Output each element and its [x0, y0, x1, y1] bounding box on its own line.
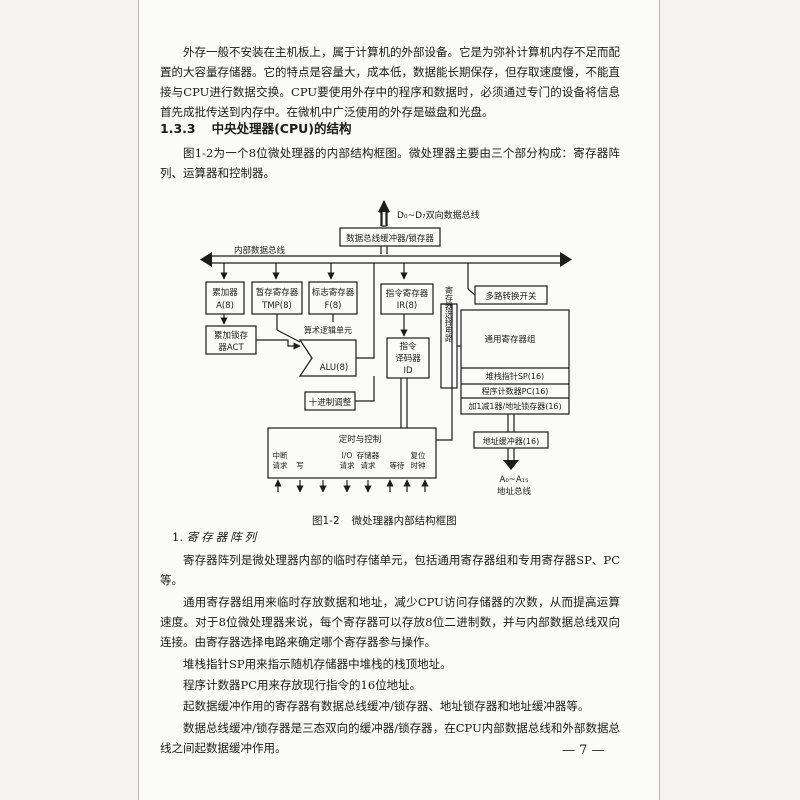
address-buffer-label: 地址缓冲器(16): [483, 436, 539, 446]
data-bus-buffer-label: 数据总线缓冲器/锁存器: [346, 233, 434, 244]
signal-interrupt-2: 请求: [273, 460, 288, 470]
temp-register-box: [251, 281, 303, 315]
cpu-block-diagram: D₀~D₇双向数据总线 数据总线缓冲器/锁存器 内部数据总线 累加器 A(8) …: [200, 200, 572, 497]
signal-memory-request: 请求: [361, 460, 376, 470]
data-bus-buffer-box: [339, 227, 441, 247]
general-register-block: [460, 309, 570, 415]
external-data-bus-label: D₀~D₇双向数据总线: [397, 209, 480, 221]
flag-register-size: F(8): [325, 301, 342, 311]
instruction-register-size: IR(8): [397, 301, 417, 311]
figure-number: 图1-2: [312, 515, 340, 527]
signal-clock: 时钟: [411, 460, 426, 470]
section-title: 中央处理器(CPU)的结构: [211, 121, 352, 136]
accumulator-latch-box: [205, 325, 257, 355]
flag-register-box: [308, 281, 358, 315]
paragraph-external-storage: 外存一般不安装在主机板上，属于计算机的外部设备。它是为弥补计算机内存不足而配置的…: [160, 45, 620, 119]
figure-caption-text: 微处理器内部结构框图: [351, 515, 457, 527]
paragraph-program-counter: 程序计数器PC用来存放现行指令的16位地址。: [183, 678, 422, 692]
accumulator-latch-size: 器ACT: [218, 343, 244, 353]
figure-caption: 图1-2 微处理器内部结构框图: [312, 513, 457, 528]
signal-wait: 等待: [390, 460, 405, 470]
paragraph-register-array: 寄存器阵列是微处理器内部的临时存储单元，包括通用寄存器组和专用寄存器SP、PC等…: [160, 553, 620, 587]
paragraph-data-bus-buffer: 数据总线缓冲/锁存器是三态双向的缓冲器/锁存器，在CPU内部数据总线和外部数据总…: [160, 721, 620, 755]
accumulator-label: 累加器: [212, 287, 238, 298]
external-data-bus: D₀~D₇双向数据总线: [378, 200, 480, 227]
subsection-title: 寄存器阵列: [186, 530, 260, 544]
subsection-heading: 1. 寄存器阵列: [172, 529, 259, 545]
alu-label: ALU(8): [320, 363, 348, 373]
program-counter-label: 程序计数器PC(16): [482, 386, 549, 396]
alu-shape: [298, 339, 357, 377]
internal-data-bus-label: 内部数据总线: [234, 245, 286, 256]
timing-control-box: [267, 427, 437, 479]
temp-register-size: TMP(8): [261, 301, 292, 311]
decoder-label-3: ID: [403, 366, 413, 376]
subsection-number: 1.: [172, 530, 183, 544]
general-register-label: 通用寄存器组: [484, 334, 536, 345]
decoder-label-1: 指令: [399, 341, 417, 352]
section-heading: 1.3.3 中央处理器(CPU)的结构: [160, 118, 352, 137]
section-number: 1.3.3: [160, 121, 196, 136]
alu-unit-label: 算术逻辑单元: [304, 325, 352, 335]
instruction-register-box: [380, 283, 434, 315]
timing-control-label: 定时与控制: [339, 434, 382, 445]
register-select-label: 寄存器选择电路: [445, 285, 454, 342]
signal-reset: 复位: [411, 450, 426, 460]
signal-io: I/O: [342, 451, 353, 460]
signal-write: 写: [296, 461, 304, 470]
accumulator-latch-label: 累加锁存: [214, 330, 249, 341]
temp-register-label: 暂存寄存器: [256, 287, 299, 298]
internal-data-bus: 内部数据总线: [200, 245, 572, 267]
paragraph-buffer-registers: 起数据缓冲作用的寄存器有数据总线缓冲/锁存器、地址锁存器和地址缓冲器等。: [183, 699, 590, 713]
signal-interrupt-1: 中断: [273, 450, 288, 460]
paragraph-stack-pointer: 堆栈指针SP用来指示随机存储器中堆栈的栈顶地址。: [183, 657, 452, 671]
decimal-adjust-label: 十进制调整: [309, 397, 352, 408]
accumulator-size: A(8): [216, 301, 234, 311]
accumulator-box: [205, 281, 245, 315]
paragraph-general-registers: 通用寄存器组用来临时存放数据和地址，减少CPU访问存储器的次数，从而提高运算速度…: [160, 595, 620, 649]
signal-io-request: 请求: [340, 460, 355, 470]
signal-memory: 存储器: [357, 450, 380, 460]
instruction-decoder-box: [386, 337, 430, 379]
book-page: [138, 0, 660, 800]
paragraph-figure-intro: 图1-2为一个8位微处理器的内部结构框图。微处理器主要由三个部分构成：寄存器阵列…: [160, 146, 620, 180]
flag-register-label: 标志寄存器: [312, 287, 355, 298]
inc-dec-latch-label: 加1减1器/地址锁存器(16): [468, 401, 561, 411]
address-bus-range: A₀~A₁₅: [500, 475, 529, 485]
decoder-label-2: 译码器: [395, 354, 421, 364]
stack-pointer-label: 堆栈指针SP(16): [486, 371, 544, 381]
address-bus-label: 地址总线: [497, 486, 532, 497]
page-number: — 7 —: [562, 743, 605, 758]
address-buffer-box: [473, 431, 549, 449]
multiplexer-label: 多路转换开关: [485, 291, 537, 302]
instruction-register-label: 指令寄存器: [386, 288, 429, 299]
